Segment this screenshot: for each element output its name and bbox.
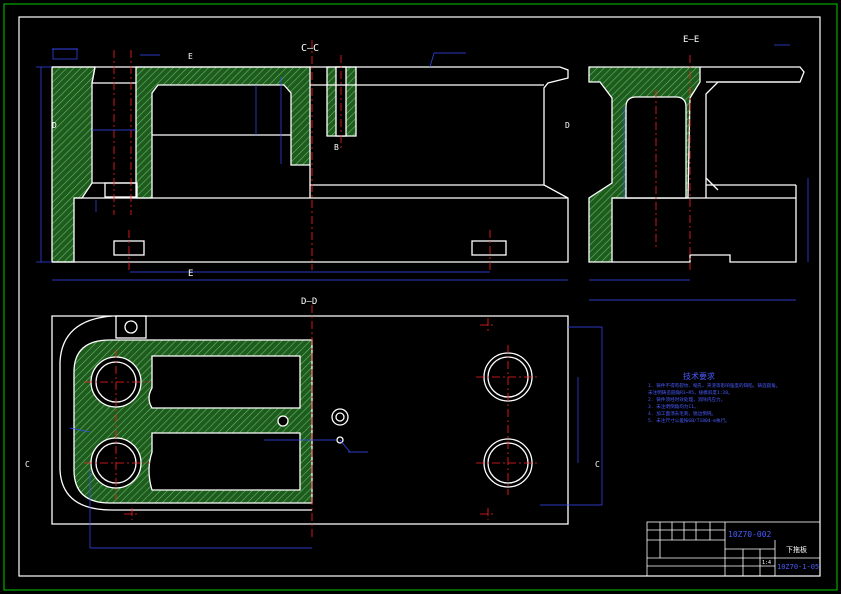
dd-centerlines — [84, 305, 540, 540]
title-block — [646, 521, 821, 577]
front-dimensions — [36, 48, 568, 281]
front-hatch-middle — [135, 66, 311, 199]
ee-section-view — [588, 66, 805, 263]
notes-line-2: 未注明铸造圆角R3~R5，拔模斜度1:20。 — [648, 389, 733, 396]
title-block-code: 10Z70-002 — [728, 530, 772, 539]
notes-line-6: 5. 未注尺寸公差按GB/T1804-m执行。 — [648, 417, 730, 424]
outer-border — [3, 3, 838, 591]
section-label-dd: D—D — [301, 297, 317, 307]
section-label-c-left: C — [25, 460, 30, 469]
dd-dimensions — [69, 326, 603, 549]
notes-line-5: 4. 加工面须去毛刺，锐边倒钝。 — [648, 410, 716, 417]
notes-title: 技术要求 — [683, 371, 715, 381]
notes-line-4: 3. 未注明倒角均为C1。 — [648, 403, 699, 410]
title-block-part-name: 下拖板 — [786, 545, 807, 554]
ee-dimensions — [589, 44, 809, 301]
title-block-scale: 1:4 — [762, 560, 771, 566]
section-label-ee: E—E — [683, 35, 699, 45]
section-label-c-right: C — [595, 460, 600, 469]
section-label-e-bottom: E — [188, 269, 193, 279]
technical-notes: 技术要求 1. 铸件不得有裂纹、缩孔、夹渣等影响强度的缺陷，铸造圆角。 未注明铸… — [648, 371, 780, 424]
inner-border — [18, 16, 821, 577]
section-label-cc: C—C — [301, 43, 319, 54]
dd-plan-view — [51, 315, 569, 525]
notes-line-1: 1. 铸件不得有裂纹、缩孔、夹渣等影响强度的缺陷，铸造圆角。 — [648, 382, 780, 389]
front-hatch-left — [51, 66, 96, 263]
section-label-e-left: E — [188, 52, 193, 61]
section-label-d-right: D — [565, 121, 570, 130]
section-label-d-left: D — [52, 121, 57, 130]
front-section-view — [51, 66, 569, 263]
section-label-b: B — [334, 143, 339, 152]
notes-line-3: 2. 铸件须经时效处理，消除内应力。 — [648, 396, 725, 403]
ee-centerlines — [655, 55, 691, 270]
title-block-drawing-no: 10Z70-1-05 — [777, 563, 819, 571]
front-centerlines — [113, 40, 491, 270]
